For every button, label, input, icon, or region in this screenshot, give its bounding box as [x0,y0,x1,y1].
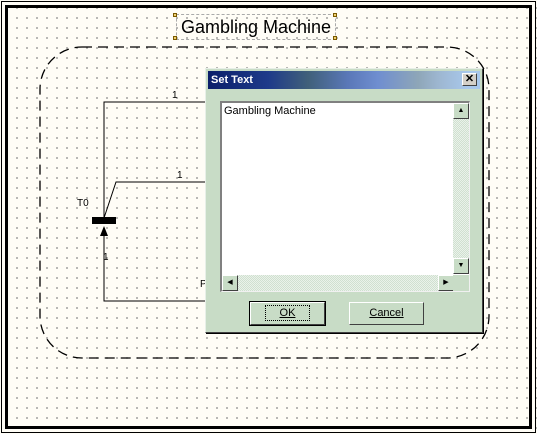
scrollbar-corner [453,275,469,291]
arc-top [103,101,210,218]
arc-arrowhead [100,226,108,236]
partial-place-label: P [200,279,207,290]
arc-weight-label: 1 [172,90,178,101]
dialog-title: Set Text [211,74,253,86]
scroll-down-icon[interactable]: ▼ [453,258,469,274]
cancel-button[interactable]: Cancel [349,302,424,325]
selection-handle-bl[interactable] [173,36,177,40]
ok-button-label: OK [264,305,311,321]
vertical-scrollbar[interactable]: ▲ ▼ [453,103,469,274]
selection-handle-br[interactable] [333,36,337,40]
text-input-value: Gambling Machine [224,105,316,117]
selection-handle-tl[interactable] [173,13,177,17]
dialog-titlebar[interactable]: Set Text ✕ [208,71,480,89]
arc-bottom [103,232,210,302]
arc-weight-label: 1 [177,170,183,181]
scroll-left-icon[interactable]: ◀ [222,275,238,291]
text-input-area[interactable]: Gambling Machine ▲ ▼ ◀ ▶ [220,101,470,292]
arc-middle [103,181,210,219]
arc-weight-label: 1 [103,252,109,263]
scroll-right-icon[interactable]: ▶ [438,275,454,291]
transition-label: T0 [77,198,89,209]
cancel-button-label: Cancel [369,307,404,319]
close-icon[interactable]: ✕ [462,73,477,86]
selection-handle-tr[interactable] [333,13,337,17]
horizontal-scrollbar[interactable]: ◀ ▶ [222,275,454,291]
net-title-label[interactable]: Gambling Machine [176,14,336,40]
scroll-up-icon[interactable]: ▲ [453,103,469,119]
page-border-inner [5,5,532,429]
set-text-dialog: Set Text ✕ Gambling Machine ▲ ▼ ◀ ▶ OK C… [205,68,483,333]
transition-t0 [92,217,116,224]
net-boundary [39,46,490,359]
ok-button[interactable]: OK [249,301,326,326]
